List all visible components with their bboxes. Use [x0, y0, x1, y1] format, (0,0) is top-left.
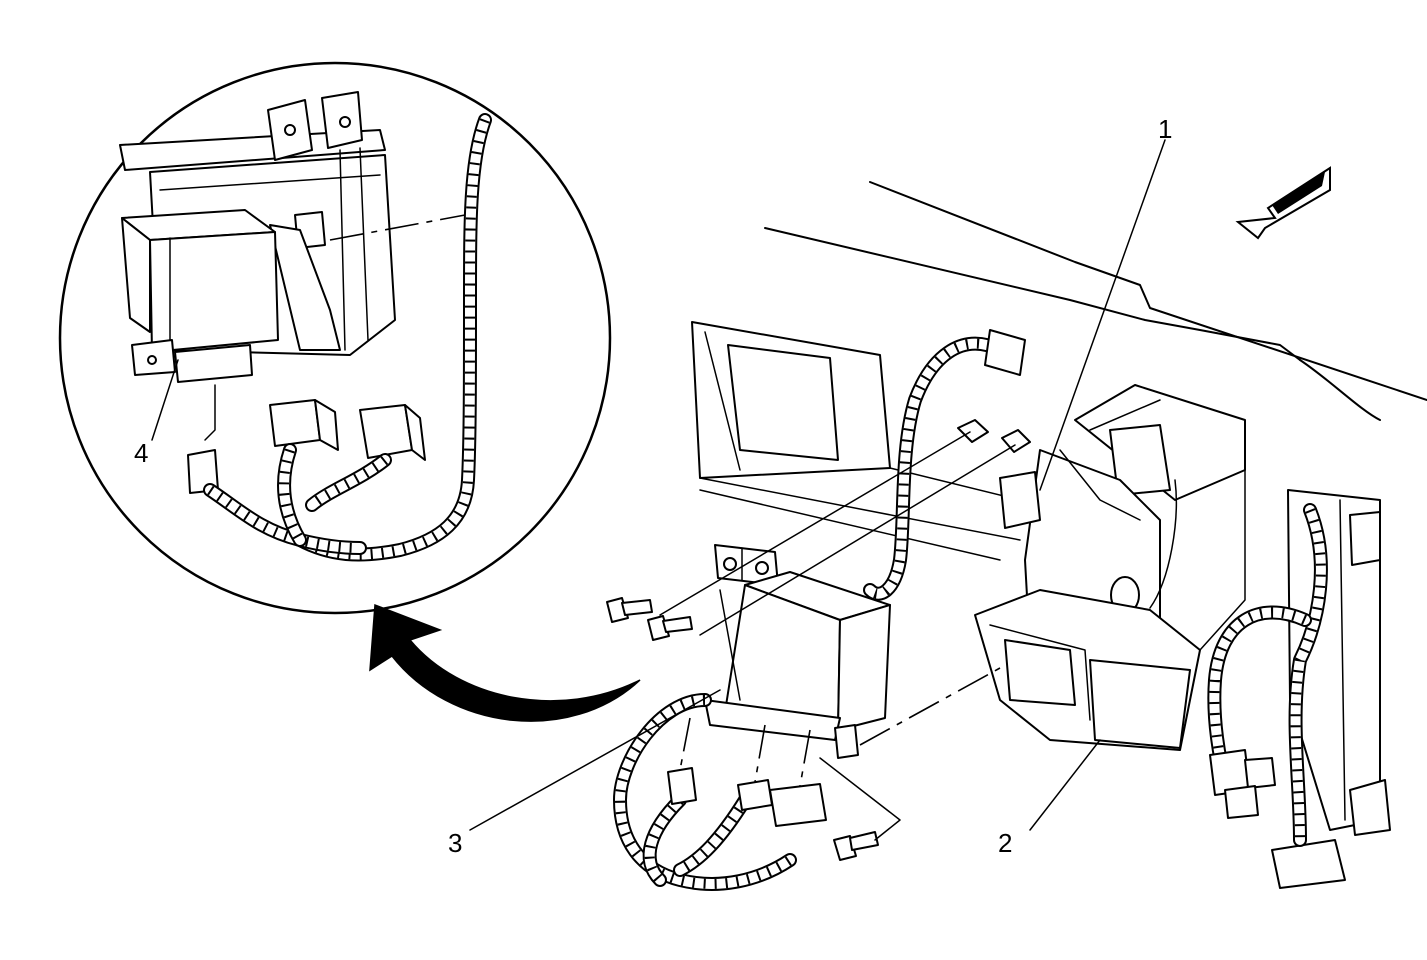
callout-label-2: 2 [998, 828, 1012, 858]
leader-line-bolt [819, 757, 901, 841]
bolt-lower [833, 831, 879, 861]
leader-line-3 [469, 689, 721, 831]
callout-label-3: 3 [448, 828, 462, 858]
inset-control-module [121, 209, 279, 383]
bolt-upper-right [647, 615, 693, 641]
alignment-lines [659, 431, 1016, 746]
fasteners [606, 419, 1031, 861]
bolt-upper-left [606, 597, 653, 623]
instrument-panel-structure [691, 181, 1427, 889]
curved-arrow-icon [369, 603, 641, 722]
leader-line-4 [151, 359, 179, 441]
callout-label-1: 1 [1158, 114, 1172, 144]
main-control-module [704, 544, 891, 759]
inset-wiring-harness [203, 113, 492, 562]
main-wiring-harness [863, 329, 1328, 847]
leader-line-1 [1039, 139, 1166, 491]
callout-label-4: 4 [134, 438, 148, 468]
leader-line-2 [1029, 739, 1101, 831]
view-direction-arrow-icon [1235, 166, 1331, 240]
detail-inset [58, 61, 612, 615]
inset-connectors [187, 384, 426, 494]
